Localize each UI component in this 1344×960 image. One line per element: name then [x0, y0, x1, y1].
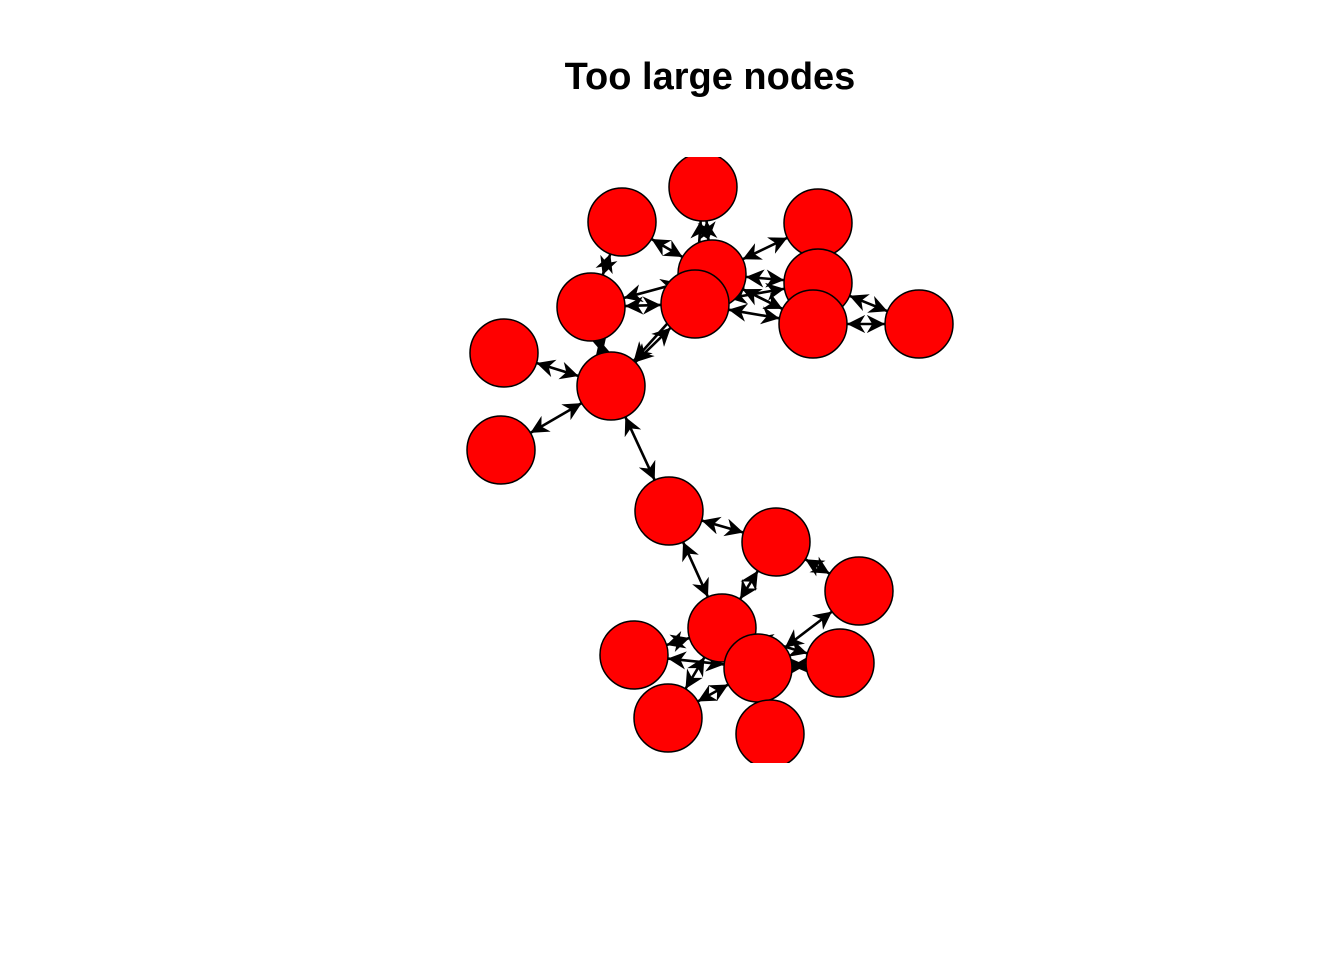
graph-node [668, 157, 738, 222]
graph-edge [742, 236, 788, 261]
graph-node [884, 289, 954, 359]
graph-node [633, 683, 703, 753]
graph-edge [697, 683, 729, 703]
node-layer [466, 157, 954, 763]
graph-edge [804, 556, 831, 577]
graph-edge [738, 570, 760, 600]
graph-edge [745, 269, 785, 288]
graph-edge [589, 333, 613, 360]
graph-edge [624, 296, 662, 315]
graph-edge [595, 253, 618, 276]
graph-node [556, 272, 626, 342]
graph-node [783, 188, 853, 258]
graph-node [634, 476, 704, 546]
graph-edge [529, 401, 583, 435]
graph-edge [666, 630, 690, 653]
graph-edge [536, 359, 579, 380]
graph-edge [624, 416, 656, 481]
graph-node [587, 187, 657, 257]
graph-edge [701, 516, 744, 537]
edge-layer [529, 220, 888, 721]
graph-node [660, 269, 730, 339]
graph-node [778, 289, 848, 359]
graph-node [741, 507, 811, 577]
graph-node [469, 318, 539, 388]
graph-node [723, 633, 793, 703]
graph-title: Too large nodes [564, 56, 856, 98]
graph-edge [650, 237, 684, 259]
graph-edge [667, 651, 725, 672]
graph-edge [681, 541, 710, 598]
graph-node [824, 556, 894, 626]
graph-edge [728, 303, 780, 325]
graph-edge [849, 294, 888, 313]
graph-node [735, 699, 805, 763]
graph-edge [697, 220, 718, 241]
graph-edge [787, 655, 811, 676]
graph-edge [634, 326, 672, 364]
graph-node [466, 415, 536, 485]
graph-node [576, 351, 646, 421]
graph-node [599, 620, 669, 690]
graph-node [805, 628, 875, 698]
